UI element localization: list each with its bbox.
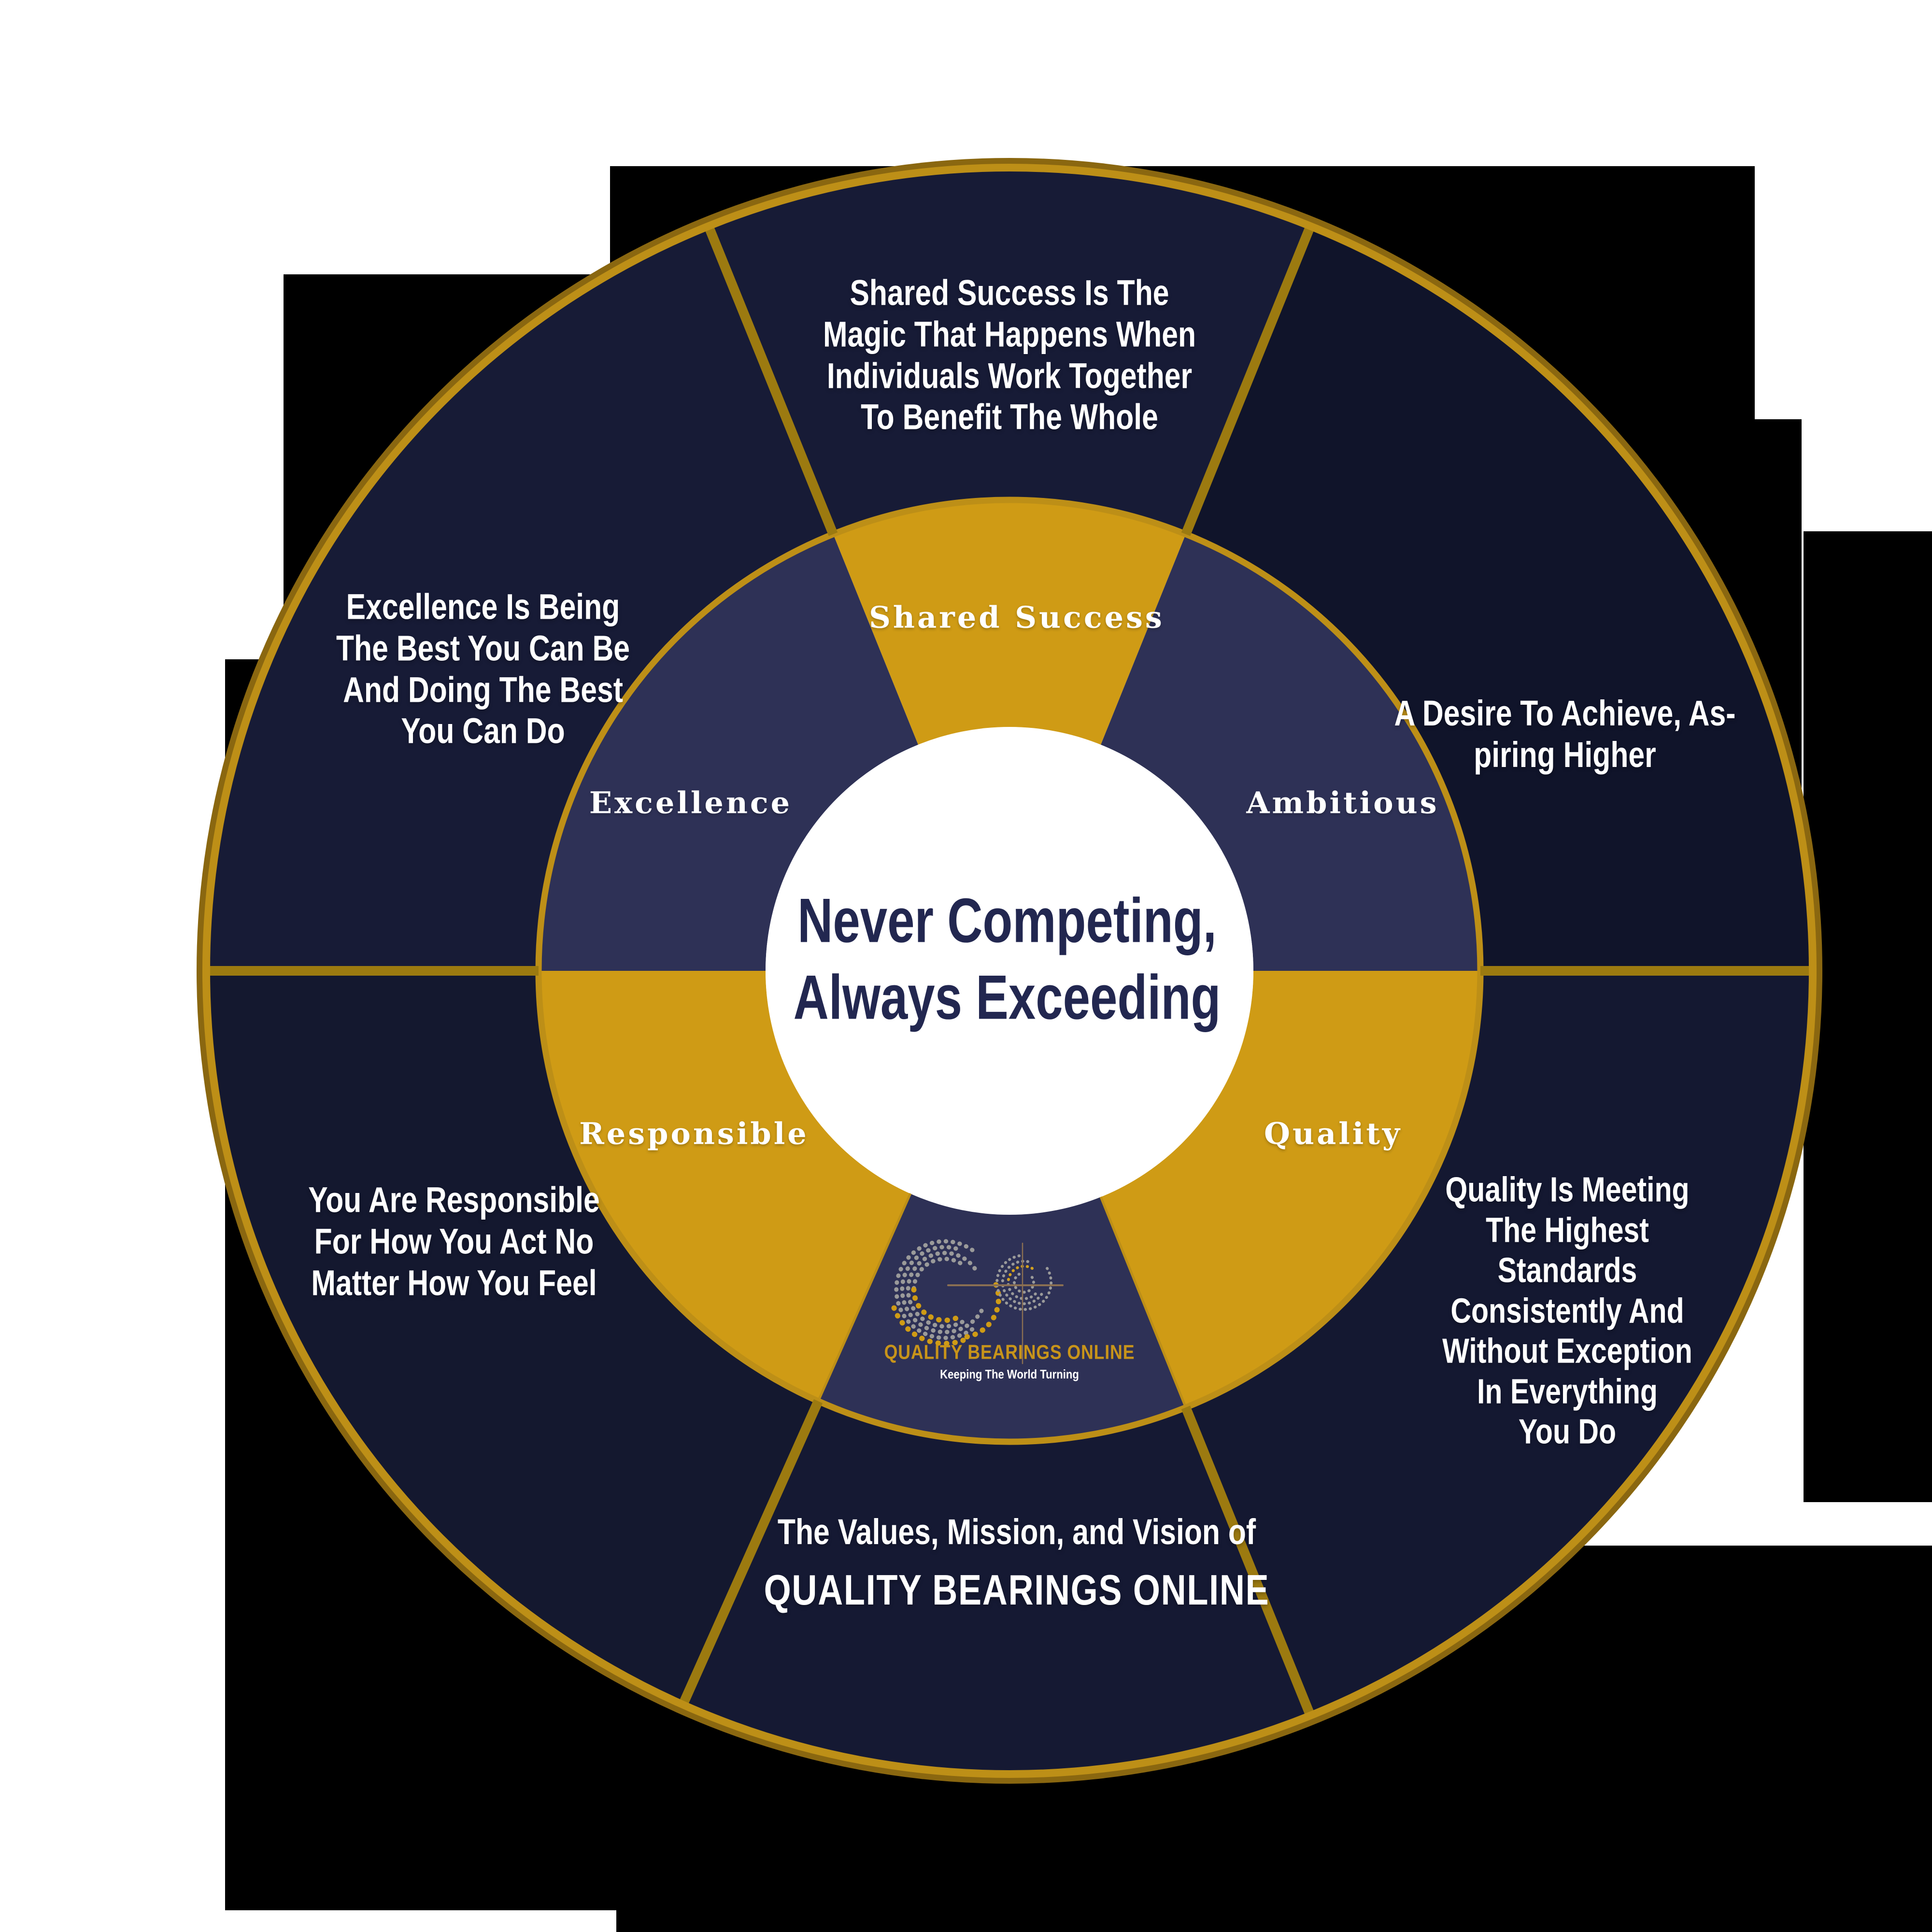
logo-arc-gold <box>911 1287 963 1323</box>
logo-arc-gold <box>891 1305 966 1347</box>
segment-quality-inner <box>1101 971 1480 1407</box>
segment-shared-success-outer <box>708 166 1311 534</box>
logo-arc-small-gold <box>1007 1264 1034 1281</box>
footer-line2: QUALITY BEARINGS ONLINE <box>764 1565 1270 1614</box>
ambitious-description: A Desire To Achieve, As- piring Higher <box>1394 693 1736 775</box>
label-responsible: Responsible <box>579 1116 809 1151</box>
center-hub <box>766 727 1253 1215</box>
gold-dividers <box>197 158 1822 1784</box>
label-quality: Quality <box>1264 1116 1403 1151</box>
segment-quality-outer <box>1186 971 1814 1717</box>
segment-shared-success-inner <box>833 500 1186 745</box>
center-motto: Never Competing, Always Exceeding <box>793 885 1221 1032</box>
spoke <box>678 1399 823 1708</box>
segment-logo-inner <box>818 1193 1186 1442</box>
outer-rim <box>202 164 1817 1778</box>
label-excellence: Excellence <box>589 785 793 821</box>
inner-spoke <box>817 1193 912 1402</box>
segment-excellence-outer <box>205 225 833 971</box>
logo-arc-small <box>995 1254 1053 1311</box>
spoke <box>1181 1406 1316 1719</box>
logo-wordmark: QUALITY BEARINGS ONLINE <box>884 1340 1135 1364</box>
logo-tagline: Keeping The World Turning <box>940 1366 1079 1381</box>
logo-arc <box>894 1239 975 1340</box>
footer-line1: The Values, Mission, and Vision of <box>777 1512 1256 1552</box>
segment-footer-outer <box>682 1401 1311 1776</box>
logo-arc-gold <box>963 1282 1001 1340</box>
logo-arc <box>906 1250 977 1329</box>
inner-ring <box>539 500 1480 1442</box>
segment-responsible-inner <box>539 971 910 1401</box>
logo-arc <box>911 1256 963 1292</box>
segment-responsible-outer <box>205 971 818 1705</box>
outer-ring <box>205 166 1814 1776</box>
spoke <box>1181 223 1316 536</box>
logo-spiral-graphic <box>891 1239 1064 1364</box>
excellence-description: Excellence Is Being The Best You Can Be … <box>336 586 630 751</box>
shared-success-description: Shared Success Is The Magic That Happens… <box>823 272 1196 437</box>
responsible-description: You Are Responsible For How You Act No M… <box>308 1179 600 1303</box>
logo-arc-small <box>1001 1260 1044 1306</box>
logo-arc <box>900 1245 984 1335</box>
outer-rim-shadow <box>197 158 1822 1784</box>
segment-excellence-inner <box>539 534 918 971</box>
label-ambitious: Ambitious <box>1246 785 1439 821</box>
inner-spoke <box>1099 1196 1187 1408</box>
segment-ambitious-outer <box>1186 225 1814 971</box>
background-block <box>1804 531 1932 1502</box>
label-shared-success: Shared Success <box>869 599 1165 635</box>
logo-arc-small <box>1013 1273 1035 1294</box>
segment-ambitious-inner <box>1101 534 1480 971</box>
spoke <box>703 223 838 536</box>
quality-description: Quality Is Meeting The Highest Standards… <box>1442 1170 1692 1451</box>
